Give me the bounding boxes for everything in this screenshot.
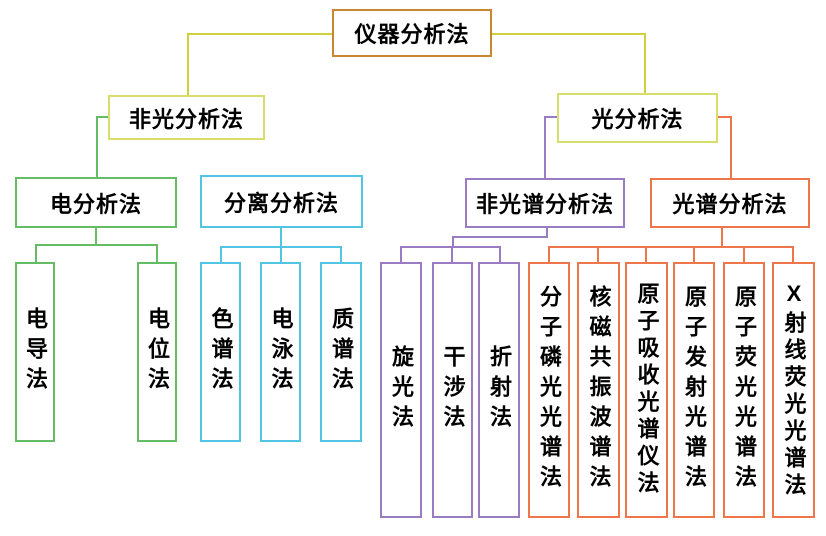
leaf-atomic-fluorescence: 原子荧光光谱法 [723, 262, 765, 518]
leaf-electrophoresis: 电泳法 [260, 262, 301, 442]
connector-spectral-stub2 [597, 246, 599, 262]
connector-electro-stub1 [35, 244, 37, 262]
connector-spectral-stub6 [792, 246, 794, 262]
connector-root-right-h [491, 33, 646, 35]
connector-spectral-stub1 [548, 246, 550, 262]
connector-root-right-v [644, 33, 646, 93]
leaf-nmr-spectroscopy: 核磁共振波谱法 [577, 262, 620, 518]
connector-root-left-h [187, 33, 333, 35]
connector-optical-nonspectral-h [544, 116, 557, 118]
leaf-label: 原子发射光谱法 [682, 285, 707, 495]
leaf-label: 原子荧光光谱法 [732, 285, 757, 495]
leaf-chromatography: 色谱法 [200, 262, 241, 442]
node-label: 非光谱分析法 [475, 192, 614, 217]
connector-spectral-riser [721, 228, 723, 248]
leaf-mass-spectrometry: 质谱法 [320, 262, 362, 442]
node-non-optical-analysis: 非光分析法 [108, 95, 265, 140]
connector-nonoptical-electro-v [96, 116, 98, 177]
node-instrumental-analysis: 仪器分析法 [332, 9, 492, 57]
node-electro-analysis: 电分析法 [15, 177, 177, 228]
leaf-label: 电位法 [145, 307, 170, 397]
connector-nonspectral-mid-h [452, 236, 548, 238]
leaf-label: 色谱法 [208, 307, 234, 397]
connector-separation-stub3 [340, 246, 342, 262]
node-label: 电分析法 [49, 191, 142, 217]
connector-separation-stub2 [280, 246, 282, 262]
leaf-label: 干涉法 [440, 345, 466, 435]
leaf-label: 电导法 [23, 307, 48, 397]
connector-separation-riser [280, 228, 282, 248]
leaf-refractometry: 折射法 [478, 262, 520, 518]
leaf-atomic-absorption: 原子吸收光谱仪法 [625, 262, 668, 518]
leaf-xray-fluorescence: X射线荧光光谱法 [772, 262, 815, 518]
connector-electro-riser [95, 228, 97, 245]
connector-optical-spectral-h [718, 116, 732, 118]
connector-separation-stub1 [220, 246, 222, 262]
leaf-polarimetry: 旋光法 [380, 262, 422, 518]
connector-spectral-stub4 [693, 246, 695, 262]
connector-spectral-bus [548, 246, 794, 248]
leaf-label: 质谱法 [329, 307, 354, 397]
connector-optical-spectral-v [730, 116, 732, 178]
node-label: 光分析法 [591, 107, 684, 132]
connector-nonoptical-electro-h [96, 116, 108, 118]
connector-spectral-stub5 [743, 246, 745, 262]
connector-optical-nonspectral-v [544, 116, 546, 178]
leaf-label: 原子吸收光谱仪法 [634, 282, 660, 498]
node-non-spectral-analysis: 非光谱分析法 [465, 178, 625, 228]
connector-nonspectral-drop [546, 228, 548, 238]
leaf-molecular-phosphorescence: 分子磷光光谱法 [528, 262, 570, 518]
node-label: 光谱分析法 [672, 192, 788, 217]
connector-electro-bus [35, 244, 158, 246]
leaf-label: 分子磷光光谱法 [537, 285, 562, 495]
connector-electro-stub2 [156, 244, 158, 262]
leaf-label: 旋光法 [389, 345, 414, 435]
connector-nonspectral-stub1 [400, 246, 402, 262]
connector-nonspectral-mid-v [452, 236, 454, 248]
leaf-label: X射线荧光光谱法 [781, 280, 807, 500]
leaf-label: 电泳法 [268, 307, 294, 397]
leaf-atomic-emission: 原子发射光谱法 [673, 262, 715, 518]
leaf-conductometry: 电导法 [15, 262, 55, 442]
leaf-label: 折射法 [487, 345, 512, 435]
connector-nonspectral-bus [400, 246, 501, 248]
connector-spectral-stub3 [645, 246, 647, 262]
node-label: 分离分析法 [223, 190, 339, 216]
leaf-potentiometry: 电位法 [137, 262, 177, 442]
node-separation-analysis: 分离分析法 [200, 175, 363, 228]
leaf-interferometry: 干涉法 [432, 262, 473, 518]
node-spectral-analysis: 光谱分析法 [650, 178, 810, 228]
node-optical-analysis: 光分析法 [557, 93, 718, 143]
connector-nonspectral-stub2 [451, 246, 453, 262]
connector-root-left-v [187, 33, 189, 95]
node-label: 非光分析法 [128, 106, 244, 132]
node-label: 仪器分析法 [354, 22, 470, 47]
leaf-label: 核磁共振波谱法 [586, 285, 612, 495]
connector-nonspectral-stub3 [499, 246, 501, 262]
